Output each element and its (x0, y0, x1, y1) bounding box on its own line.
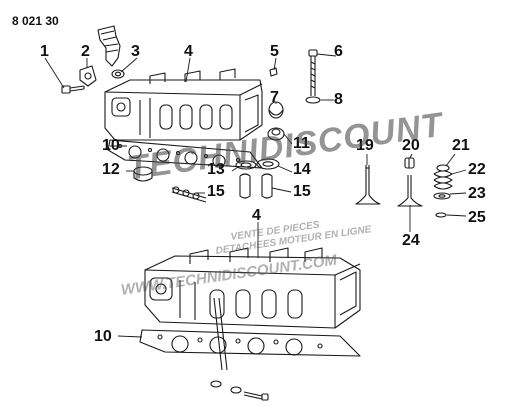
part-23-seat (433, 192, 451, 200)
callout-25: 25 (468, 209, 486, 226)
callout-7: 7 (270, 89, 279, 106)
part-15-studs (171, 186, 207, 203)
callout-5: 5 (270, 43, 279, 60)
head-gasket-lower (139, 329, 361, 357)
callout-14: 14 (293, 161, 311, 178)
callout-1: 1 (40, 43, 49, 60)
part-2-bracket (79, 65, 97, 87)
callout-3: 3 (131, 43, 140, 60)
leader-lines (44, 53, 467, 338)
part-24-valve (397, 175, 423, 207)
callout-12: 12 (102, 161, 120, 178)
callout-15-left: 15 (207, 183, 225, 200)
callout-8: 8 (334, 91, 343, 108)
callout-23: 23 (468, 185, 486, 202)
part-19-valve (355, 165, 381, 205)
callout-20: 20 (402, 137, 420, 154)
part-15-valve-guides (239, 173, 273, 199)
reference-number: 8 021 30 (12, 14, 59, 28)
callout-11: 11 (293, 135, 310, 152)
part-1-bolt (61, 85, 85, 94)
callout-10-lower: 10 (94, 328, 112, 345)
lower-tube-assembly (210, 297, 269, 401)
callout-13: 13 (207, 161, 225, 178)
callout-15-right: 15 (293, 183, 311, 200)
part-22-spring (433, 170, 453, 190)
callout-2: 2 (81, 43, 90, 60)
part-6-head-bolt (308, 49, 318, 96)
part-5-bolt (269, 67, 278, 77)
part-8-washer (305, 96, 321, 104)
part-21-spring-cap (436, 164, 450, 172)
cylinder-head-upper (104, 68, 263, 141)
part-25-shim (435, 212, 447, 218)
part-3-sensor (97, 25, 125, 79)
callout-24: 24 (402, 232, 420, 249)
part-20-keeper (404, 157, 415, 169)
head-gasket-upper (107, 139, 263, 169)
callout-6: 6 (334, 43, 343, 60)
callout-10-upper: 10 (102, 137, 120, 154)
callout-21: 21 (452, 137, 470, 154)
part-13-ring (235, 160, 257, 170)
callout-22: 22 (468, 161, 486, 178)
cylinder-head-lower (144, 247, 361, 329)
callout-4-upper: 4 (184, 43, 193, 60)
callout-4-lower: 4 (252, 207, 261, 224)
callout-19: 19 (356, 137, 374, 154)
part-14-ring (256, 158, 280, 170)
